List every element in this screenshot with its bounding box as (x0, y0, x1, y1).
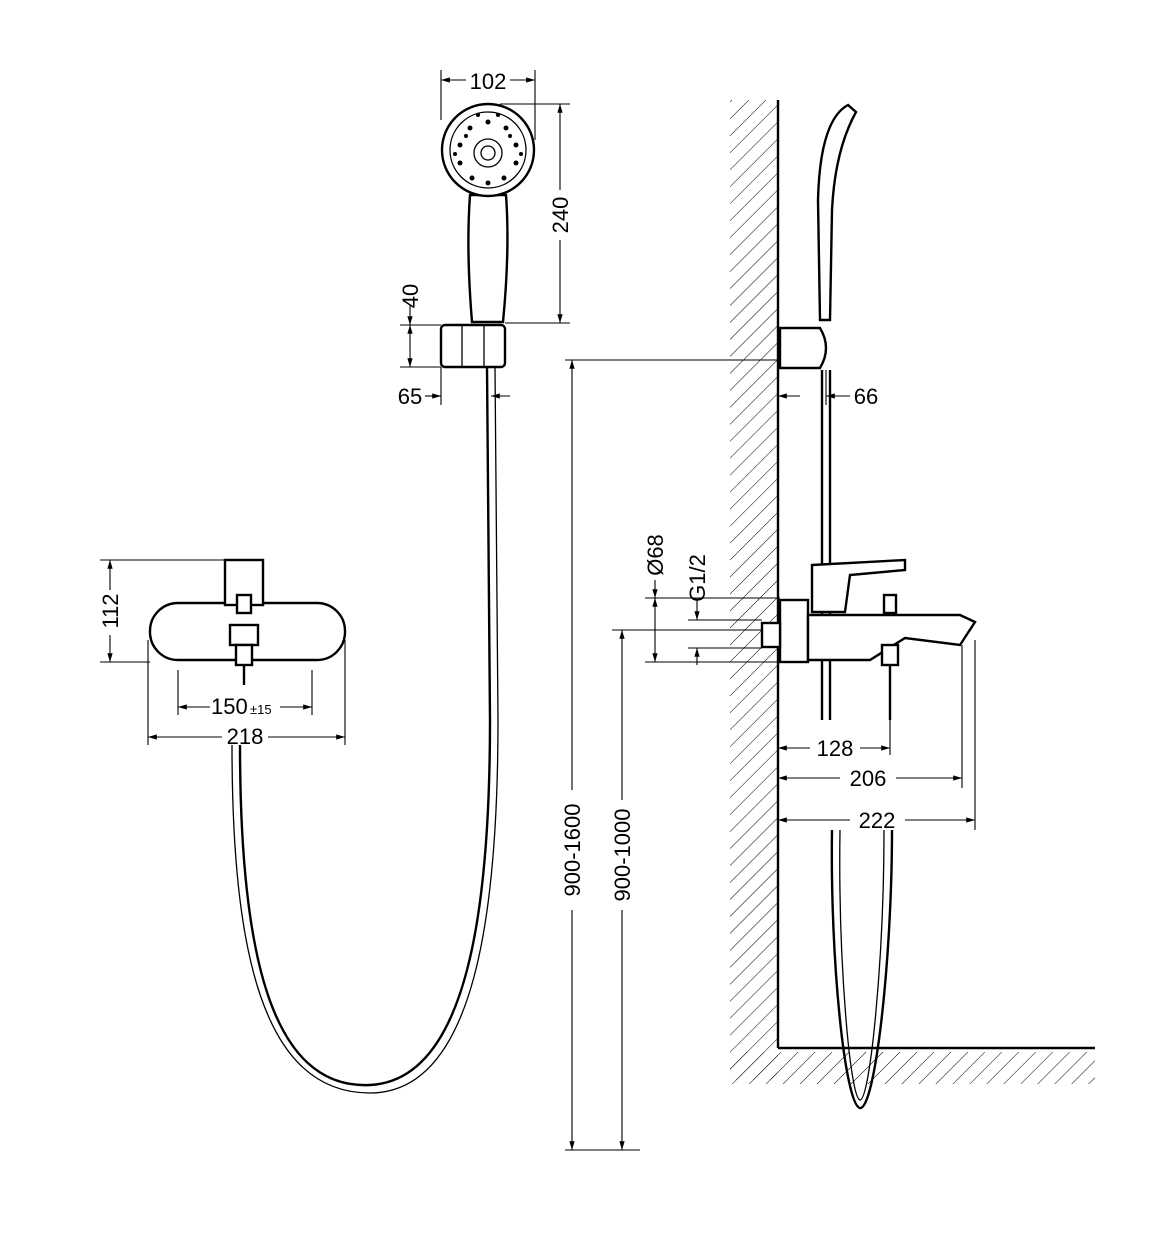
shower-hose (238, 366, 492, 1087)
dim-holder-offset: 65 (398, 384, 422, 409)
dim-holder-height: 40 (398, 284, 423, 308)
dim-thread: G1/2 (685, 554, 710, 602)
dim-head-width: 102 (470, 69, 507, 94)
mixer-front-view (148, 558, 347, 685)
dim-centers: 150 (211, 694, 248, 719)
dim-escutcheon-diameter: Ø68 (643, 534, 668, 576)
floor-hatch (730, 1052, 1095, 1084)
dim-mixer-height: 112 (98, 593, 123, 628)
dim-projection-222: 222 (859, 808, 896, 833)
dim-mixer-height-range: 900-1000 (610, 809, 635, 902)
mixer-side-view (760, 103, 977, 1110)
dim-head-length: 240 (548, 197, 573, 234)
dim-projection-128: 128 (817, 736, 854, 761)
dim-holder-projection: 66 (854, 384, 878, 409)
dim-centers-tolerance: ±15 (250, 702, 272, 717)
dim-holder-height-range: 900-1600 (560, 804, 585, 897)
dimension-lines (100, 70, 976, 1151)
dim-mixer-width: 218 (227, 724, 264, 749)
hand-shower-front (439, 102, 536, 369)
wall-hatch (730, 100, 778, 1080)
dim-projection-206: 206 (850, 766, 887, 791)
